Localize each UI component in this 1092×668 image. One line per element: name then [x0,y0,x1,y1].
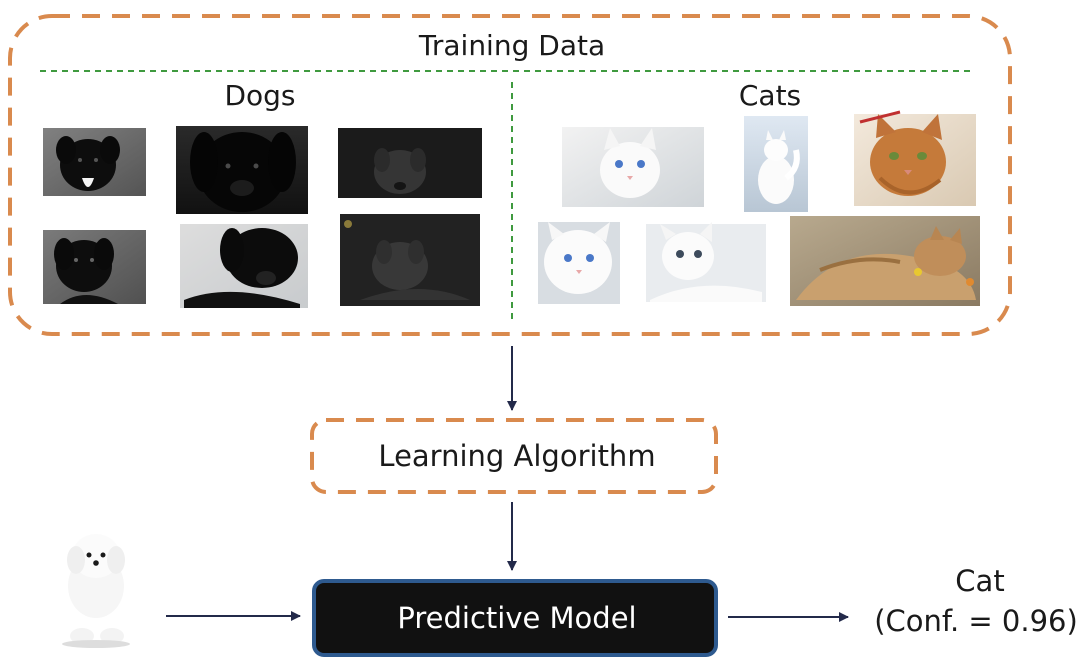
predictive-model-label: Predictive Model [397,601,637,635]
input-dog-photo [62,534,130,648]
output-class-label: Cat [955,564,1005,598]
training-data-box [8,14,1012,336]
dogs-label: Dogs [224,79,296,112]
dog-photo-2 [176,126,308,214]
learning-algorithm-box [310,418,718,494]
cat-photo-6 [790,216,980,306]
cat-photo-3 [854,110,976,206]
dog-photo-5 [180,224,308,308]
cats-label: Cats [738,79,802,112]
dog-photo-4 [43,230,146,304]
dog-photo-3 [338,128,482,198]
dog-photo-6 [340,214,480,306]
learning-algorithm-label: Learning Algorithm [378,439,656,473]
output-confidence-label: (Conf. = 0.96) [874,604,1078,638]
cat-photo-2 [744,116,808,212]
predictive-model-box [312,579,718,657]
cat-photo-5 [646,222,766,302]
cat-photo-4 [538,222,620,304]
cat-photo-1 [562,127,704,207]
dog-photo-1 [43,128,146,196]
training-data-title: Training Data [418,29,606,62]
